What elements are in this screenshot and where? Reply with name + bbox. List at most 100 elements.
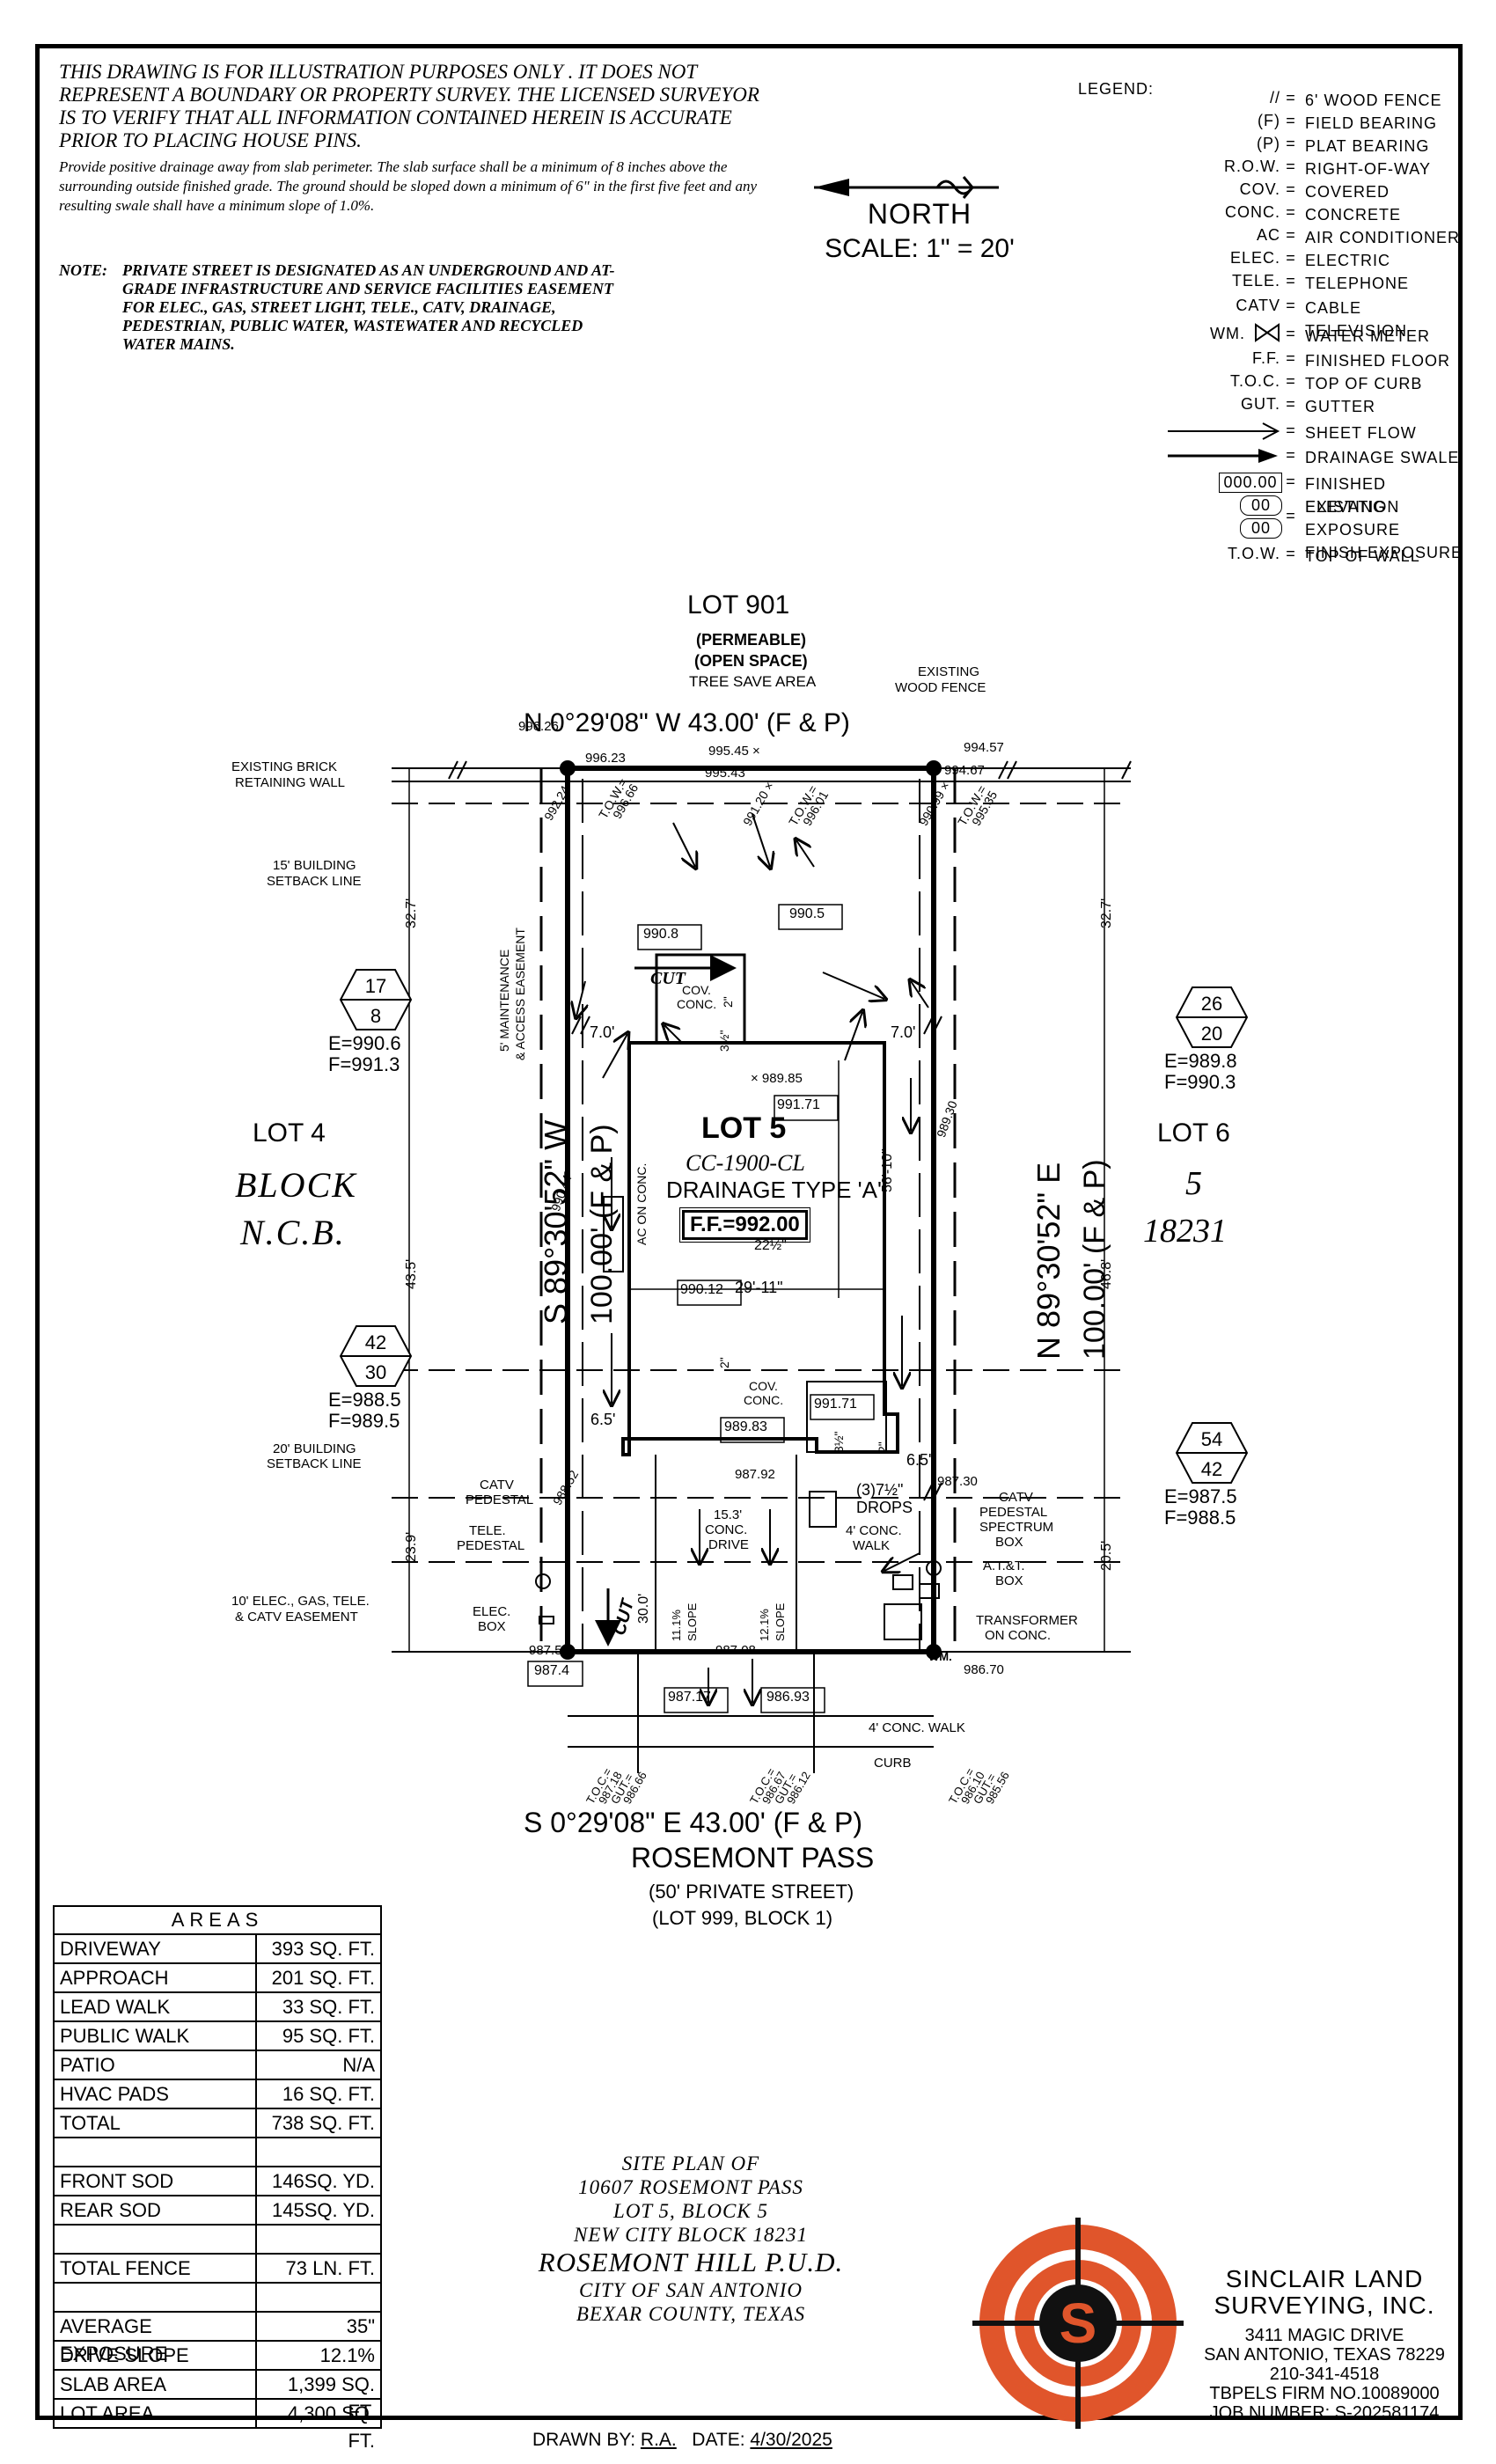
finish-exposure: 30 (365, 1361, 386, 1383)
legend-symbol: // (1269, 89, 1280, 106)
legend-row: // = 6' WOOD FENCE (1078, 89, 1456, 112)
finish-exposure: 8 (370, 1005, 381, 1027)
legend-equals: = (1286, 325, 1296, 342)
areas-value: 4,300 SQ. FT. (287, 2402, 375, 2452)
two-inch-3: 2" (876, 1441, 890, 1453)
dim-7-0-west: 7.0' (590, 1023, 615, 1041)
title-line-1: SITE PLAN OF (621, 2152, 760, 2174)
legend-symbol: TELE. (1231, 272, 1280, 290)
company-job: JOB NUMBER: S-202581174 (1209, 2403, 1440, 2423)
areas-row (55, 2284, 380, 2313)
elev-996-23: 996.23 (585, 751, 626, 766)
brick-wall-label-2: RETAINING WALL (235, 775, 346, 790)
elec-box-label: ELEC. (473, 1604, 511, 1619)
plan-code-label: CC-1900-CL (686, 1150, 805, 1176)
areas-value: 145SQ. YD. (272, 2199, 375, 2221)
elev-986-70: 986.70 (964, 1662, 1004, 1677)
block-number-label: 5 (1185, 1165, 1202, 1202)
title-line-5: ROSEMONT HILL P.U.D. (538, 2247, 844, 2277)
elec-box-label-2: BOX (478, 1619, 506, 1634)
legend-description: 6' WOOD FENCE (1305, 92, 1442, 109)
box-990-8: 990.8 (643, 927, 679, 942)
areas-value: 16 SQ. FT. (282, 2083, 375, 2105)
legend-description: ELECTRIC (1305, 252, 1391, 269)
finish-exposure: 20 (1201, 1023, 1222, 1045)
legend-symbol: WM. (1210, 325, 1245, 342)
tree-save-label: TREE SAVE AREA (689, 673, 817, 690)
street-sub-label-2: (LOT 999, BLOCK 1) (652, 1907, 833, 1929)
legend-row: =SHEET FLOW (1078, 422, 1456, 444)
catv-pedestal-east-label-2: PEDESTAL (979, 1505, 1048, 1520)
areas-value: 73 LN. FT. (285, 2257, 375, 2279)
areas-value: 33 SQ. FT. (282, 1996, 375, 2018)
drive-label: DRIVE (708, 1537, 749, 1552)
areas-key: HVAC PADS (55, 2080, 257, 2108)
legend-symbol: (P) (1257, 135, 1280, 152)
legend-equals: = (1286, 372, 1296, 390)
legend-row: T.O.C.=TOP OF CURB (1078, 372, 1456, 395)
drawn-by: DRAWN BY: R.A. DATE: 4/30/2025 (532, 2430, 832, 2451)
slope-12-1-label: SLOPE (774, 1602, 787, 1641)
finish-elevation: F=990.3 (1164, 1071, 1236, 1093)
legend-row: COV.=COVERED (1078, 180, 1456, 203)
elev-989-85: × 989.85 (751, 1071, 803, 1086)
ncb-number-label: 18231 (1143, 1213, 1227, 1250)
existing-elevation: E=987.5 (1164, 1485, 1237, 1507)
areas-value: N/A (342, 2054, 375, 2076)
areas-key: SLAB AREA (55, 2371, 257, 2398)
company-firm: TBPELS FIRM NO.10089000 (1209, 2384, 1440, 2403)
tele-pedestal-label: TELE. (469, 1523, 506, 1538)
legend-row: ELEC.=ELECTRIC (1078, 249, 1456, 272)
legend-symbol: F.F. (1251, 349, 1280, 367)
areas-key: LEAD WALK (55, 1993, 257, 2020)
existing-exposure: 17 (365, 975, 386, 997)
finished-floor-box: F.F.=992.00 (679, 1207, 810, 1243)
legend-description: GUTTER (1305, 398, 1375, 415)
legend-equals: = (1286, 297, 1296, 314)
legend-description: CABLE TELEVISION (1305, 299, 1408, 340)
exposure-hexagon-icon: 178 (339, 969, 413, 1030)
areas-key (55, 2284, 257, 2311)
legend-row: (P) = PLAT BEARING (1078, 135, 1456, 158)
conc-walk-label: 4' CONC. WALK (869, 1720, 965, 1735)
areas-row: DRIVE SLOPE 12.1% (55, 2342, 380, 2371)
areas-value: 738 SQ. FT. (271, 2112, 375, 2134)
water-meter-label: WM. (928, 1650, 952, 1663)
elev-994-57: 994.57 (964, 740, 1004, 755)
date-value: 4/30/2025 (750, 2430, 832, 2450)
site-plan (392, 760, 1132, 1773)
areas-key: PATIO (55, 2051, 257, 2079)
catv-pedestal-east-label: CATV (999, 1490, 1033, 1505)
areas-value: 95 SQ. FT. (282, 2025, 375, 2047)
elev-987-08: 987.08 (715, 1643, 756, 1658)
areas-value: 12.1% (319, 2344, 375, 2366)
box-990-12: 990.12 (680, 1282, 723, 1297)
lot-6-label: LOT 6 (1157, 1118, 1230, 1148)
legend-equals: = (1286, 89, 1296, 106)
cov-conc-label-2: CONC. (677, 997, 717, 1011)
dim-30-0: 30.0' (636, 1593, 651, 1624)
legend-equals: = (1286, 545, 1296, 562)
areas-value: 35" (346, 2315, 375, 2337)
dim-32-7-east: 32.7' (1099, 898, 1114, 928)
areas-row (55, 2226, 380, 2255)
legend-equals: = (1286, 135, 1296, 152)
legend-equals: = (1286, 272, 1296, 290)
finish-elevation: F=991.3 (328, 1053, 400, 1075)
three-half-1: 3½" (717, 1030, 731, 1052)
areas-key: DRIVE SLOPE (55, 2342, 257, 2369)
catv-pedestal-label: CATV (480, 1478, 514, 1492)
dim-22-half: 22½" (754, 1238, 787, 1253)
permeable-label: (PERMEABLE) (696, 631, 806, 649)
areas-row: PATIO N/A (55, 2051, 380, 2080)
scale-label: SCALE: 1" = 20' (825, 234, 1015, 263)
legend-description: PLAT BEARING (1305, 137, 1430, 155)
